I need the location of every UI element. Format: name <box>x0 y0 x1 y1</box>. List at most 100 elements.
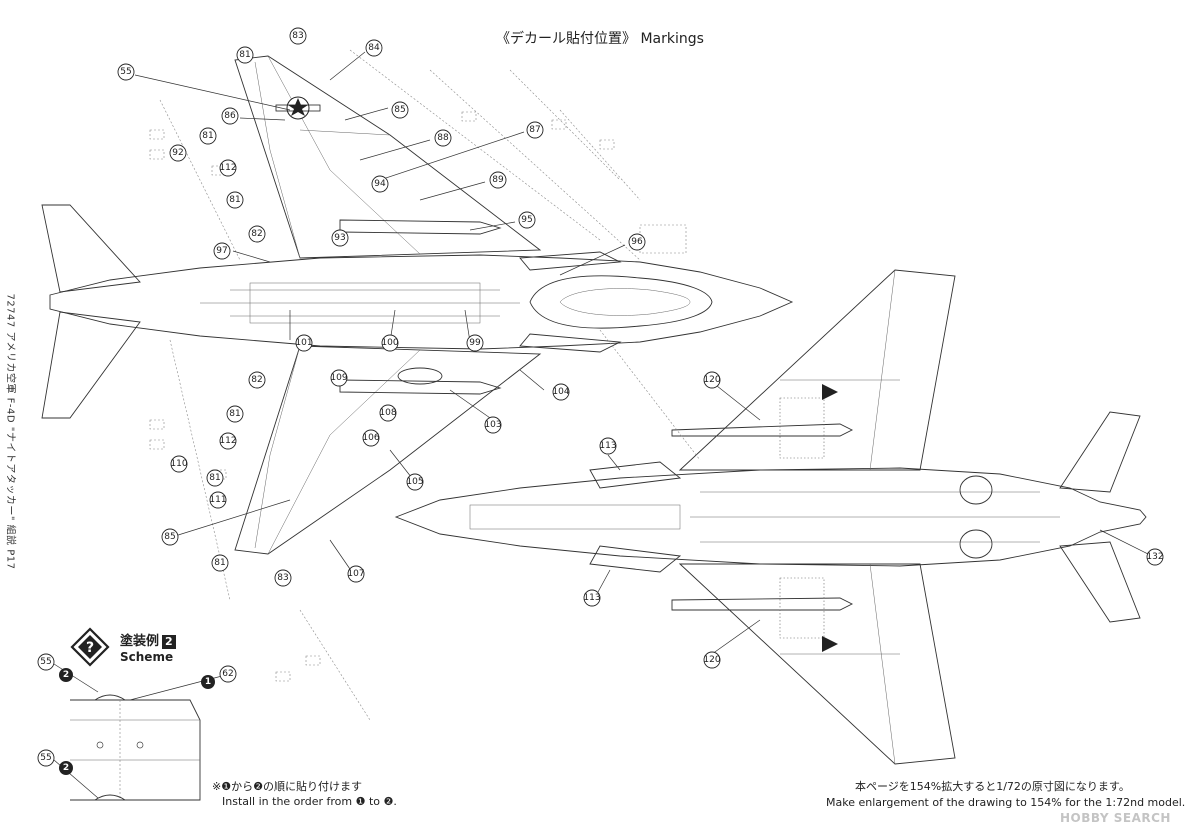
callout-label: 81 <box>209 473 220 483</box>
callout-81f: 81 <box>211 554 229 572</box>
callout-label: 108 <box>379 408 396 418</box>
callout-92: 92 <box>169 144 187 162</box>
bottom-view-cockpit-area <box>469 504 681 530</box>
callout-label: 120 <box>703 375 720 385</box>
callout-label: 62 <box>222 669 233 679</box>
callout-84: 84 <box>365 39 383 57</box>
scheme-number-badge: 2 <box>162 635 176 649</box>
callout-81b: 81 <box>199 127 217 145</box>
callout-label: 93 <box>334 233 345 243</box>
callout-81c: 81 <box>226 191 244 209</box>
callout-81: 81 <box>236 46 254 64</box>
callout-label: 105 <box>406 477 423 487</box>
callout-112b: 112 <box>219 432 237 450</box>
callout-label: 81 <box>229 195 240 205</box>
callout-105: 105 <box>406 473 424 491</box>
step-badge-2b: 2 <box>59 761 73 775</box>
callout-55: 55 <box>117 63 135 81</box>
callout-label: 83 <box>277 573 288 583</box>
callout-label: 99 <box>469 338 481 348</box>
scheme-label-en: Scheme <box>120 650 174 664</box>
callout-label: 112 <box>219 163 236 173</box>
decal-stencil-outlines <box>149 49 701 721</box>
callout-label: 88 <box>437 133 449 143</box>
callout-113b: 113 <box>583 589 601 607</box>
bottom-view-nozzle-lower <box>959 529 993 559</box>
scheme-step-badges: 2 1 2 <box>59 668 215 775</box>
callout-label: 92 <box>172 148 183 158</box>
callout-label: 95 <box>521 215 532 225</box>
step-badge-label: 1 <box>205 677 211 687</box>
callout-82b: 82 <box>248 371 266 389</box>
callout-label: 82 <box>251 375 262 385</box>
callout-100: 100 <box>381 334 399 352</box>
callout-label: 86 <box>224 111 236 121</box>
star-insignia-decal <box>275 96 321 120</box>
top-view-aircraft <box>41 55 794 555</box>
bottom-view-aircraft <box>394 269 1147 765</box>
callout-85b: 85 <box>161 528 179 546</box>
callout-81e: 81 <box>206 469 224 487</box>
callout-97: 97 <box>213 242 231 260</box>
callout-label: 100 <box>381 338 398 348</box>
install-order-note-jp: ※❶から❷の順に貼り付けます <box>212 780 362 793</box>
callout-110: 110 <box>170 455 188 473</box>
bottom-view-lower-wing <box>678 563 956 765</box>
bottom-view-upper-stabilizer <box>1059 411 1141 493</box>
install-order-note-en: Install in the order from ❶ to ❷. <box>222 795 397 808</box>
callout-label: 82 <box>251 229 262 239</box>
callout-93: 93 <box>331 229 349 247</box>
callout-55-scheme-b: 55 <box>37 749 55 767</box>
step-badge-2a: 2 <box>59 668 73 682</box>
callout-label: 87 <box>529 125 540 135</box>
top-view-fuselage <box>49 254 794 350</box>
callout-85: 85 <box>391 101 409 119</box>
callout-label: 81 <box>202 131 213 141</box>
callout-label: 85 <box>394 105 405 115</box>
callout-label: 109 <box>330 373 347 383</box>
callout-label: 81 <box>239 50 250 60</box>
callout-112: 112 <box>219 159 237 177</box>
callout-82: 82 <box>248 225 266 243</box>
callout-107: 107 <box>347 565 365 583</box>
callout-83b: 83 <box>274 569 292 587</box>
callouts-top-view: 81 83 84 55 86 85 81 88 87 92 112 94 89 … <box>117 27 646 587</box>
callout-label: 55 <box>120 67 131 77</box>
callout-99: 99 <box>466 334 484 352</box>
callout-label: 110 <box>170 459 187 469</box>
callout-label: 132 <box>1146 552 1163 562</box>
callout-label: 120 <box>703 655 720 665</box>
callout-label: 81 <box>229 409 240 419</box>
bottom-view-upper-wing <box>678 269 956 471</box>
callout-120: 120 <box>703 371 721 389</box>
top-view-canopy <box>529 275 713 329</box>
callout-96: 96 <box>628 233 646 251</box>
callout-label: 84 <box>368 43 380 53</box>
callout-88: 88 <box>434 129 452 147</box>
callout-label: 97 <box>216 246 227 256</box>
watermark-logo: HOBBY SEARCH <box>1060 811 1171 825</box>
callout-55-scheme-a: 55 <box>37 653 55 671</box>
bottom-view-nozzle-upper <box>959 475 993 505</box>
side-caption: 72747 アメリカ空軍 F-4D "ナイトアタッカー" 組説 P17 <box>4 293 16 570</box>
bottom-view-lower-stabilizer <box>1059 541 1141 623</box>
callout-120b: 120 <box>703 651 721 669</box>
callout-label: 89 <box>492 175 504 185</box>
bottom-view-fuselage <box>394 467 1147 567</box>
top-view-lower-wing <box>234 345 542 555</box>
callout-label: 111 <box>209 495 226 505</box>
callout-103: 103 <box>484 416 502 434</box>
callout-label: 94 <box>374 179 386 189</box>
top-view-upper-stabilizer <box>41 204 141 293</box>
scheme-inset-drawing <box>70 694 201 801</box>
callout-label: 81 <box>214 558 225 568</box>
callout-label: 85 <box>164 532 175 542</box>
callout-109: 109 <box>330 369 348 387</box>
callout-83: 83 <box>289 27 307 45</box>
callout-95: 95 <box>518 211 536 229</box>
callout-label: 113 <box>599 441 616 451</box>
scheme-label-jp-text: 塗装例 <box>120 634 160 649</box>
callout-104: 104 <box>552 383 570 401</box>
